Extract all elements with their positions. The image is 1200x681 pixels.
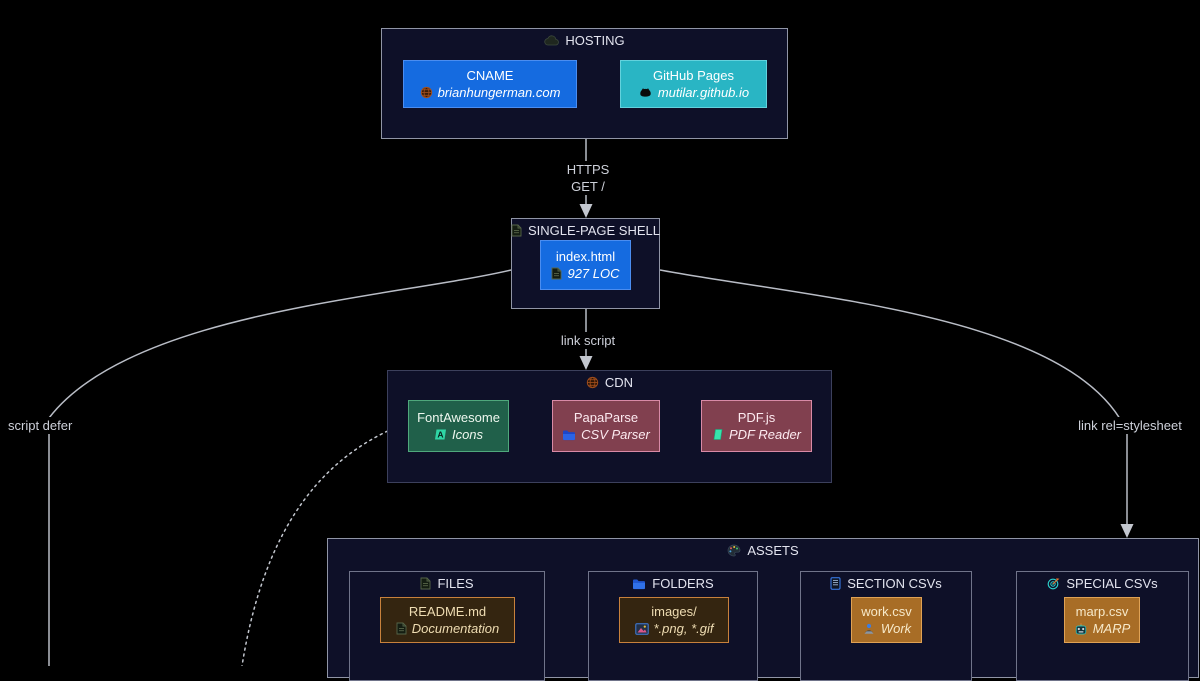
- node-index-html[interactable]: index.html 927 LOC: [540, 240, 631, 290]
- folder-icon: [562, 429, 576, 441]
- node-work-csv-subtitle: Work: [880, 620, 912, 636]
- node-marp-csv[interactable]: marp.csv MARP: [1064, 597, 1140, 643]
- group-cdn-title: CDN: [388, 375, 831, 390]
- node-papaparse-subtitle: CSV Parser: [581, 426, 650, 442]
- node-cname[interactable]: CNAME brianhungerman.com: [403, 60, 577, 108]
- palette-icon: [727, 544, 741, 557]
- group-folders-label: FOLDERS: [652, 576, 714, 591]
- node-github-pages-subtitle: mutilar.github.io: [657, 84, 750, 100]
- arrowhead-assets: [1120, 524, 1134, 538]
- edge-label-link-script: link script: [536, 332, 640, 349]
- node-readme-title: README.md: [408, 603, 487, 619]
- group-files-title: FILES: [350, 576, 544, 591]
- group-hosting-label: HOSTING: [565, 33, 625, 48]
- group-files-label: FILES: [437, 576, 474, 591]
- group-folders-title: FOLDERS: [589, 576, 757, 591]
- node-github-pages[interactable]: GitHub Pages mutilar.github.io: [620, 60, 767, 108]
- edge-label-get: GET /: [571, 179, 605, 194]
- node-marp-csv-subtitle: MARP: [1092, 620, 1131, 636]
- group-special-csvs-title: SPECIAL CSVs: [1017, 576, 1188, 591]
- node-fontawesome-subtitle: Icons: [451, 426, 484, 442]
- node-images-title: images/: [651, 603, 697, 619]
- server-icon: [830, 577, 841, 590]
- github-icon: [638, 87, 653, 98]
- technologist-icon: [862, 623, 876, 635]
- file-icon: [511, 224, 522, 237]
- node-index-html-title: index.html: [555, 248, 616, 264]
- group-special-csvs-label: SPECIAL CSVs: [1066, 576, 1158, 591]
- group-assets-title: ASSETS: [328, 543, 1198, 558]
- group-cdn-label: CDN: [604, 375, 634, 390]
- group-section-csvs-title: SECTION CSVs: [801, 576, 971, 591]
- folder-icon: [632, 578, 646, 590]
- pdf-icon: [712, 428, 724, 441]
- file-icon: [420, 577, 431, 590]
- node-readme[interactable]: README.md Documentation: [380, 597, 515, 643]
- group-section-csvs-label: SECTION CSVs: [847, 576, 942, 591]
- node-pdfjs-title: PDF.js: [737, 409, 776, 425]
- svg-text:A: A: [437, 429, 443, 439]
- group-shell-title: SINGLE-PAGE SHELL: [511, 223, 660, 238]
- edge-shell-right-stylesheet: [659, 269, 1128, 525]
- node-pdfjs[interactable]: PDF.js PDF Reader: [701, 400, 812, 452]
- node-cname-title: CNAME: [466, 67, 514, 83]
- node-cname-subtitle: brianhungerman.com: [437, 84, 561, 100]
- file-icon: [551, 267, 562, 280]
- group-shell-label: SINGLE-PAGE SHELL: [528, 223, 660, 238]
- node-papaparse[interactable]: PapaParse CSV Parser: [552, 400, 660, 452]
- file-icon: [396, 622, 407, 635]
- group-assets-label: ASSETS: [747, 543, 799, 558]
- node-work-csv-title: work.csv: [861, 603, 912, 619]
- node-readme-subtitle: Documentation: [411, 620, 500, 636]
- arrowhead-cdn: [579, 356, 593, 370]
- cloud-icon: [544, 34, 560, 47]
- arrowhead-shell: [579, 204, 593, 218]
- edge-label-link-rel-stylesheet: link rel=stylesheet: [1062, 417, 1198, 434]
- node-images[interactable]: images/ *.png, *.gif: [619, 597, 729, 643]
- robot-icon: [1074, 622, 1088, 635]
- node-fontawesome-title: FontAwesome: [417, 409, 500, 425]
- group-hosting-title: HOSTING: [382, 33, 787, 48]
- dart-icon: [1047, 577, 1060, 590]
- edge-label-https: HTTPS: [566, 162, 610, 177]
- node-github-pages-title: GitHub Pages: [653, 67, 734, 83]
- edge-label-https-get: HTTPS GET /: [546, 161, 630, 195]
- node-papaparse-title: PapaParse: [573, 409, 639, 425]
- globe-icon: [586, 376, 599, 389]
- image-icon: [634, 622, 649, 635]
- fontawesome-icon: A: [434, 428, 447, 441]
- edge-fontawesome-dotted: [241, 423, 405, 666]
- node-fontawesome[interactable]: FontAwesome A Icons: [408, 400, 509, 452]
- node-pdfjs-subtitle: PDF Reader: [728, 426, 801, 442]
- globe-icon: [420, 86, 433, 99]
- edge-label-script-defer: script defer: [6, 417, 90, 434]
- node-index-html-subtitle: 927 LOC: [567, 265, 620, 281]
- node-images-subtitle: *.png, *.gif: [653, 620, 714, 636]
- edge-layer: [48, 139, 1134, 666]
- edge-shell-left-script-defer: [48, 269, 512, 666]
- node-work-csv[interactable]: work.csv Work: [851, 597, 922, 643]
- node-marp-csv-title: marp.csv: [1075, 603, 1129, 619]
